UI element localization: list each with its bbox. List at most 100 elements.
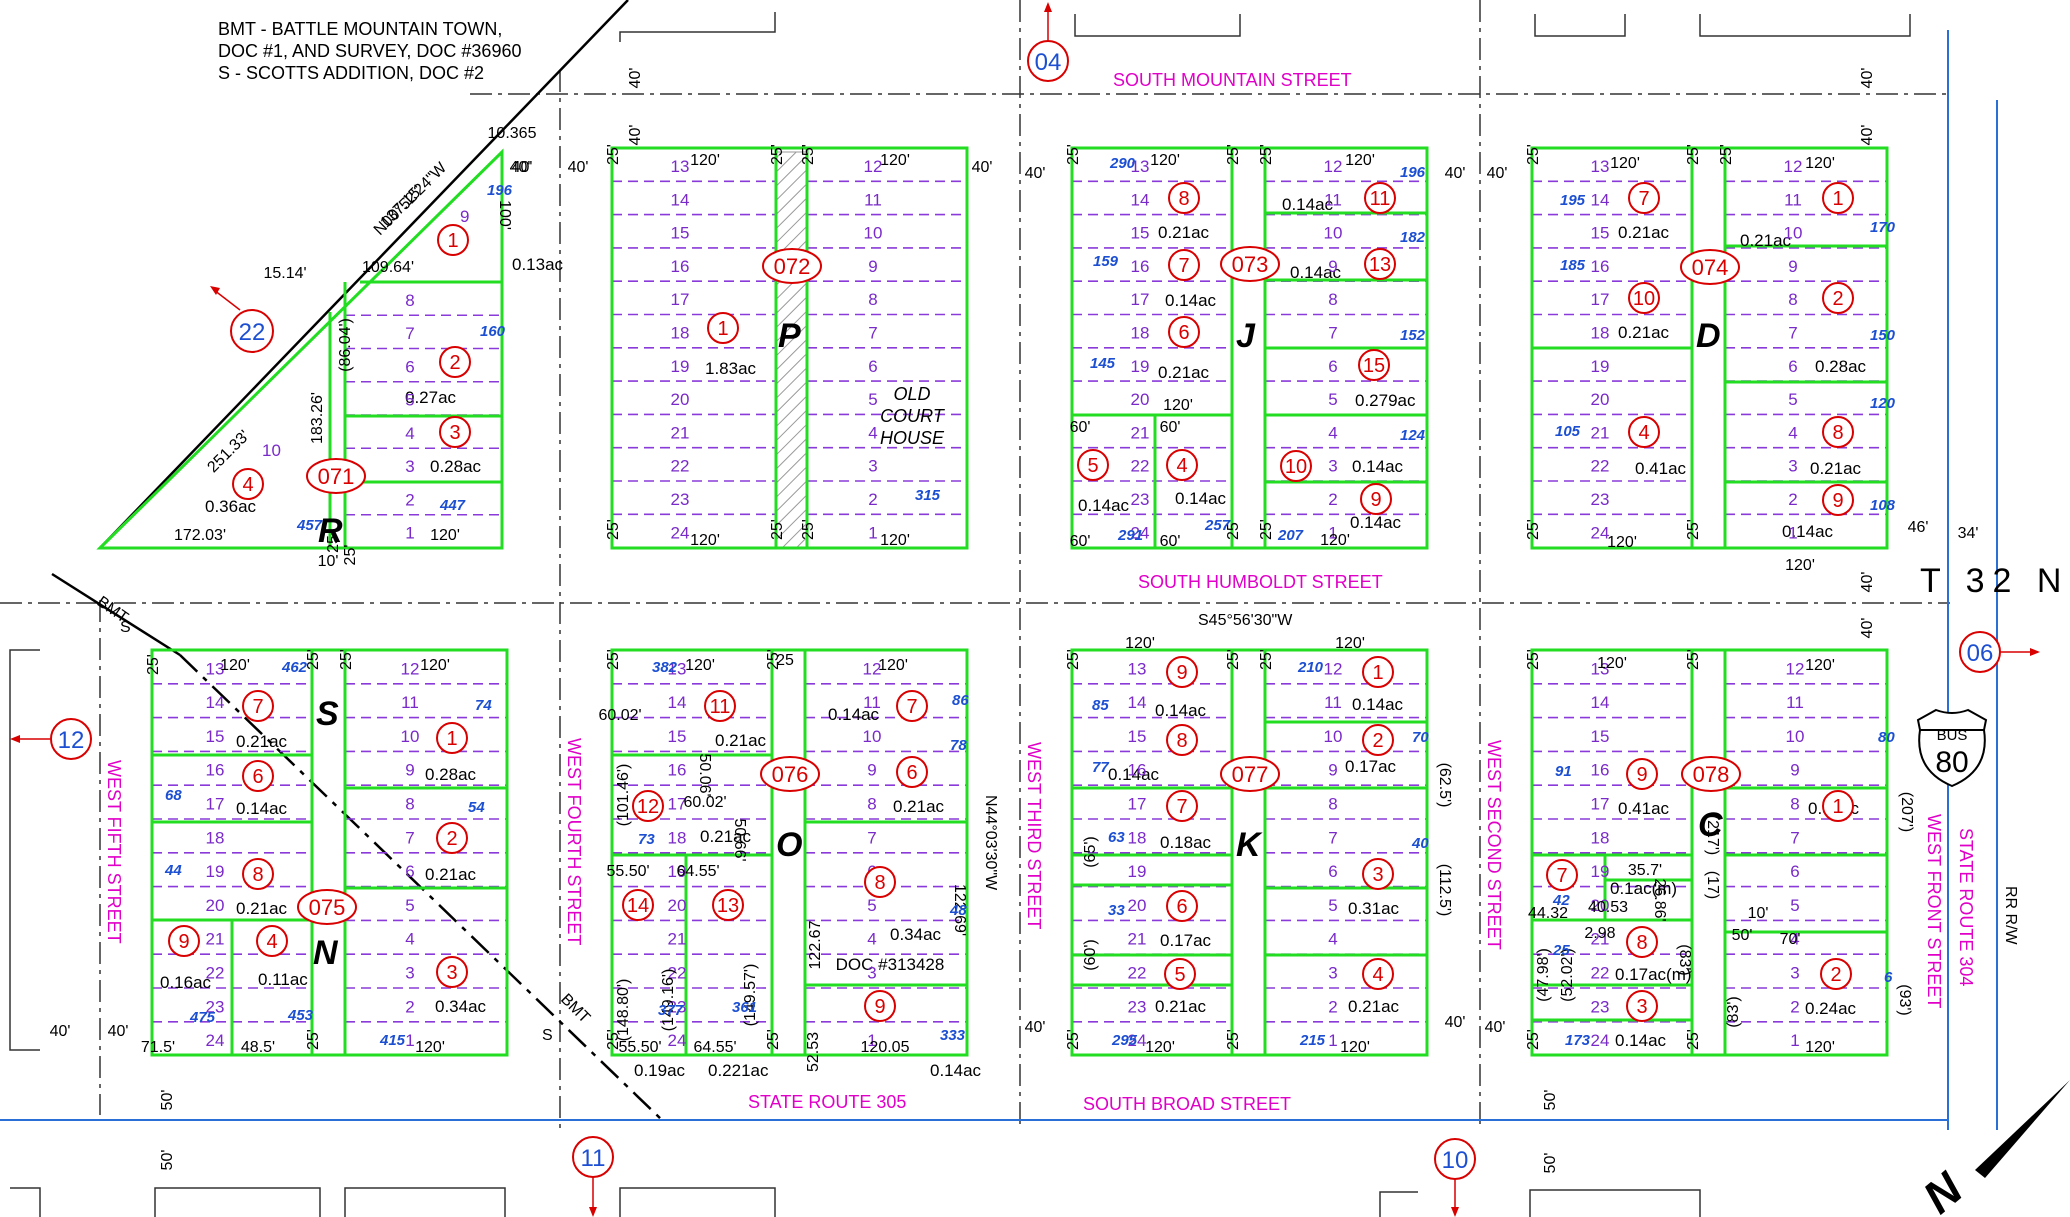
lot-number: 10 [262, 441, 281, 460]
map-ref-22[interactable]: 22 [210, 286, 274, 353]
acre-label: 0.41ac [1618, 799, 1670, 818]
dimension-label: 25' [1525, 1029, 1542, 1050]
apn-label: 159 [1093, 253, 1119, 270]
lot-number: 11 [1324, 693, 1342, 712]
acre-label: 0.21ac [1618, 323, 1670, 342]
dimension-label: 25' [1258, 519, 1275, 540]
lot-number: 7 [867, 828, 876, 847]
lot-number: 24 [1131, 523, 1150, 542]
acre-label: 0.28ac [425, 765, 477, 784]
lot-number: 3 [405, 964, 414, 983]
lot-number: 24 [668, 1031, 687, 1050]
parcel-number: 15 [1363, 355, 1385, 377]
dimension-label: (149.16') [660, 969, 677, 1032]
acre-label: 0.21ac [893, 797, 945, 816]
parcel-number: 12 [637, 796, 659, 818]
dimension-label: 120' [1335, 635, 1365, 652]
lot-number: 18 [671, 323, 690, 342]
lot-number: 15 [1591, 224, 1610, 243]
dimension-label: (86.04') [337, 318, 354, 372]
book-page-073[interactable]: 073 [1220, 246, 1280, 282]
acre-label: 0.14ac [1165, 291, 1217, 310]
acre-label: 0.31ac [1348, 899, 1400, 918]
parcel-number: 8 [1176, 730, 1187, 752]
lot-number: 23 [671, 490, 690, 509]
dimension-label: 48.5' [241, 1039, 275, 1056]
lot-number: 22 [1591, 457, 1610, 476]
lot-number: 11 [1784, 190, 1802, 209]
dimension-label: (93') [1896, 984, 1913, 1016]
apn-label: 25 [1552, 942, 1570, 959]
block-letter-k: K [1236, 826, 1263, 864]
lot-number: 12 [1324, 659, 1343, 678]
street-west-front: WEST FRONT STREET [1924, 814, 1944, 1008]
street-west-third: WEST THIRD STREET [1024, 742, 1044, 929]
note-line: BMT - BATTLE MOUNTAIN TOWN, [218, 19, 503, 39]
acre-label: 0.21ac [1810, 459, 1862, 478]
lot-number: 23 [1131, 490, 1150, 509]
map-ref-10[interactable]: 10 [1434, 1138, 1476, 1217]
lot-number: 20 [206, 896, 225, 915]
book-page-072[interactable]: 072 [762, 248, 822, 284]
lot-number: 9 [1328, 257, 1337, 276]
lot-number: 11 [864, 190, 882, 209]
parcel-number: 8 [874, 872, 885, 894]
apn-label: 462 [281, 659, 308, 676]
apn-labels: 1961604474573152901591452912571961821521… [164, 155, 1896, 1049]
apn-label: 185 [1560, 257, 1586, 274]
block-letter-n: N [313, 934, 339, 972]
lot-number: 18 [668, 828, 687, 847]
lot-number: 13 [668, 659, 687, 678]
lot-number: 10 [1324, 727, 1343, 746]
acre-label: 0.21ac [715, 731, 767, 750]
dimension-label: (47.98') [1535, 948, 1552, 1002]
lot-number: 2 [405, 490, 414, 509]
book-page-078[interactable]: 078 [1681, 756, 1741, 792]
map-ref-06[interactable]: 06 [1959, 631, 2040, 673]
bearing-s45: S45°56'30"W [1198, 612, 1293, 629]
lot-number: 19 [1128, 862, 1147, 881]
map-ref-11[interactable]: 11 [572, 1136, 614, 1217]
lot-number: 20 [1128, 896, 1147, 915]
dimension-label: 50.06' [696, 753, 713, 796]
parcel-number: 13 [717, 895, 739, 917]
book-page-074[interactable]: 074 [1680, 249, 1740, 285]
book-page-075[interactable]: 075 [297, 889, 357, 925]
lot-number: 16 [1131, 257, 1150, 276]
dimension-label: 25' [342, 545, 359, 566]
lot-number: 4 [867, 930, 876, 949]
dimension-label: 35.7' [1628, 862, 1662, 879]
map-ref-04[interactable]: 04 [1027, 2, 1069, 82]
dimension-label: 40' [1859, 68, 1876, 89]
dimension-label: 26.86' [1651, 878, 1668, 921]
lot-number: 2 [1788, 490, 1797, 509]
parcel-number: 4 [1176, 455, 1187, 477]
dimension-label: 40' [1859, 125, 1876, 146]
book-page-076[interactable]: 076 [760, 756, 820, 792]
dimension-label: 40' [108, 1023, 129, 1040]
street-south-broad: SOUTH BROAD STREET [1083, 1094, 1291, 1114]
dimension-label: 120' [880, 532, 910, 549]
lot-number: 2 [1328, 490, 1337, 509]
svg-text:077: 077 [1232, 762, 1269, 787]
dimension-label: 40' [1859, 572, 1876, 593]
lot-number: 1 [1328, 523, 1337, 542]
parcel-number: 2 [449, 352, 460, 374]
lot-number: 18 [1128, 828, 1147, 847]
apn-label: 315 [915, 487, 941, 504]
book-page-071[interactable]: 071 [306, 458, 366, 494]
book-page-077[interactable]: 077 [1220, 756, 1280, 792]
dimension-label: 50.66' [731, 818, 748, 861]
acre-label: 0.34ac [890, 925, 942, 944]
lot-number: 12 [1324, 157, 1343, 176]
lot-number: 12 [1784, 157, 1803, 176]
dimension-label: 40' [1485, 1019, 1506, 1036]
parcel-number: 8 [1636, 932, 1647, 954]
apn-label: 80 [1878, 729, 1895, 746]
map-ref-12[interactable]: 12 [10, 718, 92, 760]
parcel-number: 1 [447, 230, 458, 252]
lot-number: 18 [1591, 828, 1610, 847]
block-letters: R P J D S N O K C [313, 317, 1723, 972]
lot-number: 14 [671, 190, 690, 209]
apn-label: 415 [379, 1032, 406, 1049]
